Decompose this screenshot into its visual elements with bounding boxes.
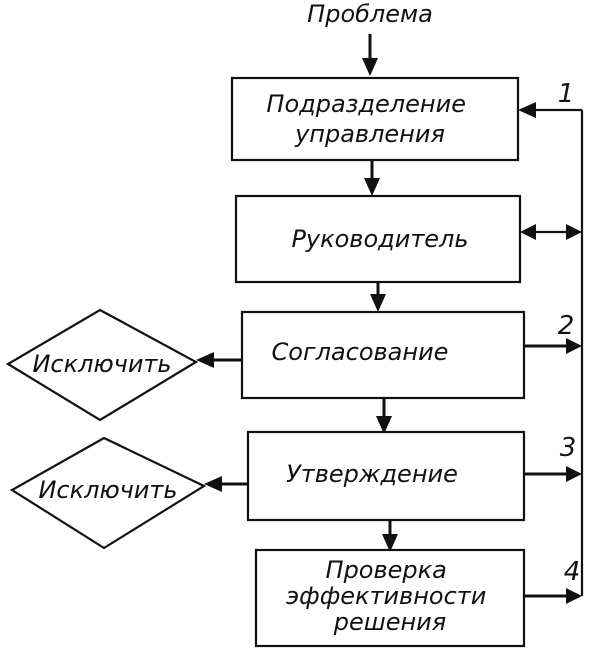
box-approval bbox=[246, 430, 526, 522]
approval-label: Утверждение bbox=[286, 460, 458, 488]
box-check bbox=[254, 548, 526, 648]
arrowhead-approval bbox=[376, 416, 392, 434]
check-line-2: эффективности bbox=[286, 582, 486, 610]
exclude-1-label: Исключить bbox=[32, 350, 171, 378]
management-unit-line-1: Подразделение bbox=[266, 90, 466, 118]
feedback-number-2: 2 bbox=[558, 311, 575, 341]
arrowhead-manager bbox=[364, 178, 380, 196]
check-label: Проверка эффективности решения bbox=[286, 556, 494, 636]
feedback-number-4: 4 bbox=[564, 557, 581, 587]
arrowhead-coordination bbox=[370, 294, 386, 312]
feedback-2-arrowhead bbox=[566, 338, 582, 354]
exclude-2-label: Исключить bbox=[38, 476, 177, 504]
diamond-exclude-1 bbox=[5, 308, 199, 422]
arrowhead-problem bbox=[362, 58, 378, 76]
diamond-exclude-2 bbox=[9, 436, 207, 550]
feedback-4-arrowhead bbox=[566, 588, 582, 604]
box-management-unit bbox=[230, 76, 520, 162]
coordination-label: Согласование bbox=[272, 338, 449, 366]
feedback-3-arrowhead bbox=[566, 466, 582, 482]
feedback-1-arrowhead bbox=[518, 102, 536, 118]
arrowhead-check bbox=[382, 534, 398, 552]
arrowhead-exclude-1 bbox=[196, 352, 214, 368]
management-unit-line-2: управления bbox=[294, 120, 445, 148]
check-line-3: решения bbox=[333, 608, 446, 636]
arrowhead-exclude-2 bbox=[204, 476, 222, 492]
manager-double-arrow-left bbox=[520, 224, 536, 240]
manager-label: Руководитель bbox=[291, 225, 468, 253]
manager-double-arrow-right bbox=[566, 224, 582, 240]
problem-label: Проблема bbox=[307, 0, 433, 28]
feedback-number-3: 3 bbox=[560, 433, 577, 463]
management-unit-label: Подразделение управления bbox=[266, 90, 473, 148]
feedback-number-1: 1 bbox=[558, 79, 575, 109]
check-line-1: Проверка bbox=[326, 556, 447, 584]
